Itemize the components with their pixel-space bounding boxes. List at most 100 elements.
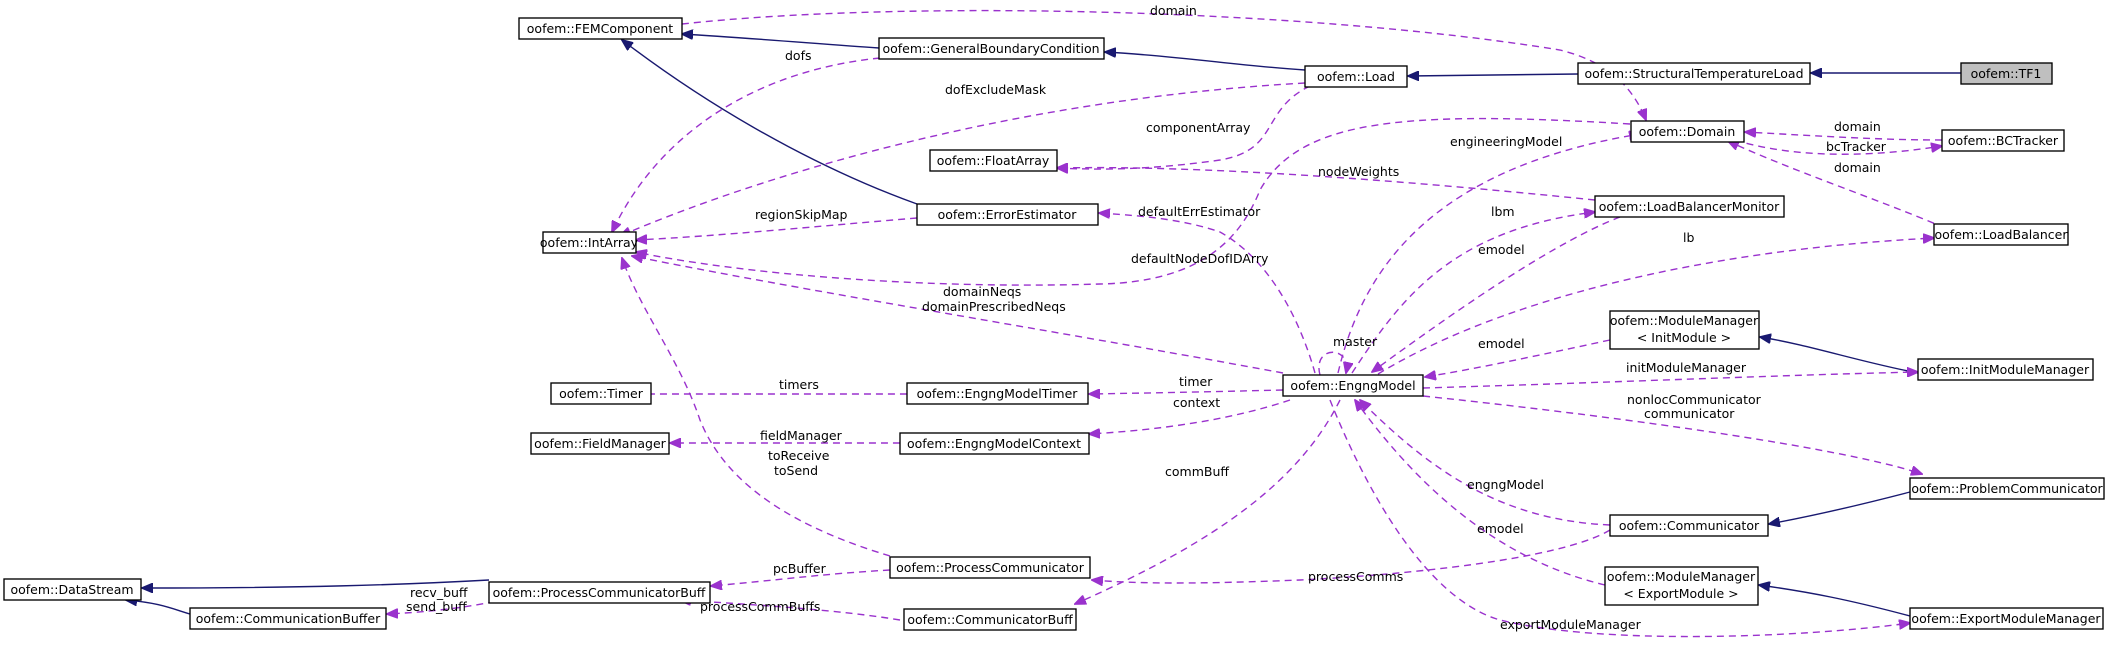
edge-engngmodel-domainneqs [632,256,1284,374]
edge-label-processcommbuffs: processCommBuffs [700,599,820,614]
edge-label-domain: domain [1150,3,1197,18]
svg-text:oofem::ProblemCommunicator: oofem::ProblemCommunicator [1911,481,2103,496]
svg-text:oofem::EngngModel: oofem::EngngModel [1290,378,1415,393]
svg-text:oofem::FieldManager: oofem::FieldManager [534,436,666,451]
node-communicationbuffer[interactable]: oofem::CommunicationBuffer [189,607,387,630]
edge-label-emodel-init: emodel [1478,336,1525,351]
svg-text:< ExportModule >: < ExportModule > [1623,586,1738,601]
edge-engngmodel-lb [1377,238,1934,375]
svg-text:oofem::StructuralTemperatureLo: oofem::StructuralTemperatureLoad [1584,66,1803,81]
edge-label-engineeringmodel: engineeringModel [1450,134,1562,149]
svg-text:oofem::FEMComponent: oofem::FEMComponent [527,21,674,36]
edge-label-communicator: communicator [1644,406,1735,421]
edge-engngmodel-commbuff [1075,399,1341,604]
node-communicator[interactable]: oofem::Communicator [1609,514,1769,537]
edge-label-processcomms: processComms [1308,569,1403,584]
edge-label-lb: lb [1683,230,1694,245]
node-communicatorbuff[interactable]: oofem::CommunicatorBuff [903,608,1077,631]
edge-label-initmodulemanager: initModuleManager [1626,360,1747,375]
node-timer[interactable]: oofem::Timer [550,382,652,405]
edge-structuraltemperatureload-to-load [1408,74,1579,76]
node-datastream[interactable]: oofem::DataStream [3,578,142,601]
edge-engngmodel-domain-engineeringmodel [1337,134,1640,374]
edge-label-commbuff: commBuff [1165,464,1229,479]
node-fieldmanager[interactable]: oofem::FieldManager [530,432,670,455]
edge-label-regionskipmap: regionSkipMap [755,207,848,222]
edge-label-timers: timers [779,377,819,392]
edge-label-fieldmanager: fieldManager [760,428,843,443]
node-exportmodulemanager[interactable]: oofem::ExportModuleManager [1909,607,2104,630]
node-load[interactable]: oofem::Load [1304,65,1408,88]
inheritance-edges [126,34,1961,617]
node-domain[interactable]: oofem::Domain [1630,120,1745,143]
edge-modulemanager-init-emodel [1425,339,1611,377]
edge-modulemanager-export-emodel [1355,400,1606,586]
svg-text:oofem::Communicator: oofem::Communicator [1619,518,1760,533]
node-initmodulemanager[interactable]: oofem::InitModuleManager [1917,358,2094,381]
edge-label-domain-bc: domain [1834,119,1881,134]
edge-loadbalancermonitor-emodel [1372,216,1621,372]
edge-label-recv-buff: recv_buff [410,585,468,600]
edge-label-componentarray: componentArray [1146,120,1251,135]
node-femcomponent[interactable]: oofem::FEMComponent [518,17,683,40]
node-intarray[interactable]: oofem::IntArray [540,231,639,254]
edge-label-defaulterrestimator: defaultErrEstimator [1138,204,1261,219]
node-floatarray[interactable]: oofem::FloatArray [929,149,1058,172]
node-tf1[interactable]: oofem::TF1 [1960,62,2053,85]
edge-engngmodel-lbm [1351,212,1595,374]
node-engngmodel[interactable]: oofem::EngngModel [1282,374,1424,397]
edge-label-master: master [1333,334,1378,349]
edge-communicationbuffer-to-datastream [126,600,191,615]
edge-label-dofs: dofs [785,48,812,63]
node-engngmodelcontext[interactable]: oofem::EngngModelContext [899,432,1090,455]
svg-text:oofem::Domain: oofem::Domain [1639,124,1736,139]
edge-load-componentarray [1057,85,1311,169]
edge-exportmodulemanager-to-modulemanager-export [1759,585,1911,617]
svg-text:oofem::LoadBalancer: oofem::LoadBalancer [1935,227,2069,242]
edge-label-send-buff: send_buff [406,599,467,614]
node-problemcommunicator[interactable]: oofem::ProblemCommunicator [1909,477,2105,500]
edge-loadbalancermonitor-nodeweights [1057,168,1596,201]
svg-text:oofem::CommunicatorBuff: oofem::CommunicatorBuff [907,612,1073,627]
svg-text:oofem::Load: oofem::Load [1317,69,1395,84]
edge-generalboundarycondition-to-femcomponent [682,34,880,49]
node-bctracker[interactable]: oofem::BCTracker [1941,129,2065,152]
nodes: oofem::TF1 oofem::StructuralTemperatureL… [3,17,2105,631]
edge-engngmodel-master [1318,351,1347,376]
svg-text:oofem::ExportModuleManager: oofem::ExportModuleManager [1911,611,2101,626]
node-modulemanager-init[interactable]: oofem::ModuleManager < InitModule > [1609,310,1760,350]
edge-label-dofexcludemask: dofExcludeMask [945,82,1047,97]
svg-text:oofem::IntArray: oofem::IntArray [540,235,639,250]
node-processcommunicatorbuff[interactable]: oofem::ProcessCommunicatorBuff [488,581,711,604]
edge-bctracker-domain [1745,132,1943,141]
node-structuraltemperatureload[interactable]: oofem::StructuralTemperatureLoad [1577,62,1811,85]
svg-text:oofem::DataStream: oofem::DataStream [10,582,133,597]
node-engngmodeltimer[interactable]: oofem::EngngModelTimer [906,382,1089,405]
edge-processcommunicator-toreceive [622,258,891,557]
edge-label-engngmodel: engngModel [1467,477,1544,492]
edge-label-lbm: lbm [1491,204,1515,219]
svg-text:oofem::TF1: oofem::TF1 [1971,66,2042,81]
svg-text:oofem::ModuleManager: oofem::ModuleManager [1607,569,1756,584]
edge-label-tosend: toSend [774,463,818,478]
svg-text:oofem::EngngModelTimer: oofem::EngngModelTimer [917,386,1079,401]
edge-initmodulemanager-to-modulemanager-init [1760,337,1919,374]
node-errorestimator[interactable]: oofem::ErrorEstimator [916,203,1099,226]
edge-label-domain-lb: domain [1834,160,1881,175]
edge-engngmodel-context [1089,399,1291,434]
node-processcommunicator[interactable]: oofem::ProcessCommunicator [889,556,1091,579]
edge-loadbalancer-domain [1728,141,1946,229]
edge-label-pcbuffer: pcBuffer [773,561,827,576]
node-generalboundarycondition[interactable]: oofem::GeneralBoundaryCondition [878,37,1105,60]
edge-errorestimator-regionskipmap [636,217,918,240]
edge-communicator-engngmodel [1360,400,1611,526]
svg-text:oofem::BCTracker: oofem::BCTracker [1948,133,2059,148]
edge-label-exportmodulemanager: exportModuleManager [1500,617,1642,632]
node-modulemanager-export[interactable]: oofem::ModuleManager < ExportModule > [1604,566,1759,606]
node-loadbalancermonitor[interactable]: oofem::LoadBalancerMonitor [1594,195,1785,218]
svg-text:< InitModule >: < InitModule > [1637,330,1731,345]
svg-text:oofem::InitModuleManager: oofem::InitModuleManager [1921,362,2090,377]
svg-text:oofem::ModuleManager: oofem::ModuleManager [1610,313,1759,328]
node-loadbalancer[interactable]: oofem::LoadBalancer [1933,223,2069,246]
